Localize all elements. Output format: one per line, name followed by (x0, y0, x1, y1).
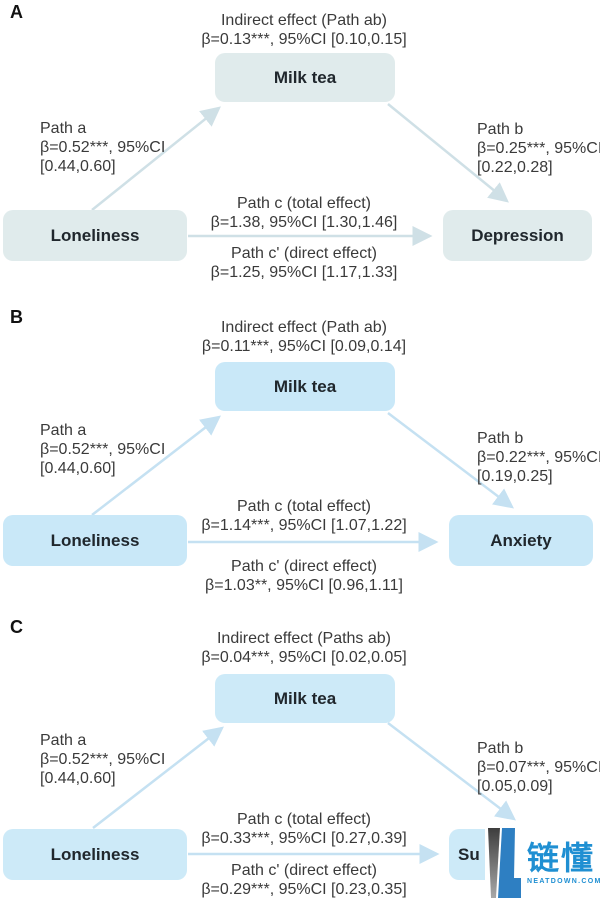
path-c-prime-title: Path c' (direct effect) (231, 245, 377, 262)
path-c-prime-value: β=1.25, 95%CI [1.17,1.33] (210, 264, 398, 281)
watermark: 链懂 NEATDOWN.COM (485, 827, 600, 898)
path-c-title: Path c (total effect) (237, 195, 371, 212)
mediator-box: Milk tea (215, 362, 395, 411)
predictor-label: Loneliness (50, 225, 140, 245)
path-b-estimate: β=0.25***, 95%CI (477, 140, 600, 157)
watermark-site: NEATDOWN.COM (527, 877, 600, 885)
outcome-label: Anxiety (490, 530, 552, 550)
predictor-box: Loneliness (3, 515, 187, 566)
mediator-box: Milk tea (215, 53, 395, 102)
mediator-label: Milk tea (273, 376, 337, 396)
watermark-brand: 链懂 (527, 839, 596, 876)
indirect-effect-value: β=0.11***, 95%CI [0.09,0.14] (201, 338, 407, 355)
predictor-box: Loneliness (3, 829, 187, 880)
panel-label: C (10, 617, 23, 637)
path-c-prime-title: Path c' (direct effect) (231, 862, 377, 879)
path-a-estimate: β=0.52***, 95%CI (40, 751, 166, 768)
path-a-annotation: Path a β=0.52***, 95%CI [0.44,0.60] (40, 421, 165, 478)
outcome-label: Su (458, 844, 480, 864)
indirect-effect-title: Indirect effect (Paths ab) (216, 630, 391, 647)
outcome-label: Depression (471, 225, 564, 245)
watermark-text: 链懂 NEATDOWN.COM (527, 841, 600, 885)
indirect-effect-value: β=0.13***, 95%CI [0.10,0.15] (201, 31, 407, 48)
path-b-ci: [0.22,0.28] (477, 159, 553, 176)
panel-label: B (10, 307, 23, 327)
predictor-label: Loneliness (50, 844, 140, 864)
mediator-label: Milk tea (273, 67, 337, 87)
path-b-ci: [0.19,0.25] (477, 468, 553, 485)
path-a-ci: [0.44,0.60] (40, 460, 116, 477)
path-a-annotation: Path a β=0.52***, 95%CI [0.44,0.60] (40, 731, 165, 788)
panel-c: C Indirect effect (Paths ab) β=0.04***, … (0, 600, 600, 898)
path-b-title: Path b (477, 430, 524, 447)
path-a-title: Path a (40, 422, 87, 439)
path-a-title: Path a (40, 120, 87, 137)
path-a-title: Path a (40, 732, 87, 749)
path-a-annotation: Path a β=0.52***, 95%CI [0.44,0.60] (40, 119, 165, 176)
path-c-title: Path c (total effect) (237, 811, 371, 828)
path-b-estimate: β=0.22***, 95%CI (477, 449, 600, 466)
predictor-box: Loneliness (3, 210, 187, 261)
indirect-effect-value: β=0.04***, 95%CI [0.02,0.05] (201, 649, 407, 666)
path-b-title: Path b (477, 121, 524, 138)
panel-a: A Indirect effect (Path ab) β=0.13***, 9… (0, 0, 600, 300)
path-a-ci: [0.44,0.60] (40, 158, 116, 175)
predictor-label: Loneliness (50, 530, 140, 550)
path-b-estimate: β=0.07***, 95%CI (477, 759, 600, 776)
neatdown-logo-icon (488, 827, 521, 898)
indirect-effect-title: Indirect effect (Path ab) (220, 319, 387, 336)
path-a-estimate: β=0.52***, 95%CI (40, 441, 166, 458)
path-a-ci: [0.44,0.60] (40, 770, 116, 787)
logo-gray-wedge (488, 827, 500, 898)
path-c-value: β=0.33***, 95%CI [0.27,0.39] (201, 830, 407, 847)
outcome-box: Depression (443, 210, 592, 261)
path-b-annotation: Path b β=0.07***, 95%CI [0.05,0.09] (477, 739, 600, 796)
path-a-estimate: β=0.52***, 95%CI (40, 139, 166, 156)
outcome-box: Anxiety (449, 515, 593, 566)
panel-b: B Indirect effect (Path ab) β=0.11***, 9… (0, 300, 600, 600)
path-c-prime-value: β=1.03**, 95%CI [0.96,1.11] (205, 577, 403, 594)
path-b-annotation: Path b β=0.22***, 95%CI [0.19,0.25] (477, 429, 600, 486)
panel-label: A (10, 2, 23, 22)
mediator-label: Milk tea (273, 688, 337, 708)
mediator-box: Milk tea (215, 674, 395, 723)
path-b-annotation: Path b β=0.25***, 95%CI [0.22,0.28] (477, 120, 600, 177)
path-b-title: Path b (477, 740, 524, 757)
path-c-prime-title: Path c' (direct effect) (231, 558, 377, 575)
path-c-value: β=1.14***, 95%CI [1.07,1.22] (201, 517, 407, 534)
path-b-ci: [0.05,0.09] (477, 778, 553, 795)
indirect-effect-title: Indirect effect (Path ab) (220, 12, 387, 29)
path-c-value: β=1.38, 95%CI [1.30,1.46] (210, 214, 398, 231)
path-c-prime-value: β=0.29***, 95%CI [0.23,0.35] (201, 881, 407, 898)
logo-blue-l (498, 827, 521, 898)
path-c-title: Path c (total effect) (237, 498, 371, 515)
